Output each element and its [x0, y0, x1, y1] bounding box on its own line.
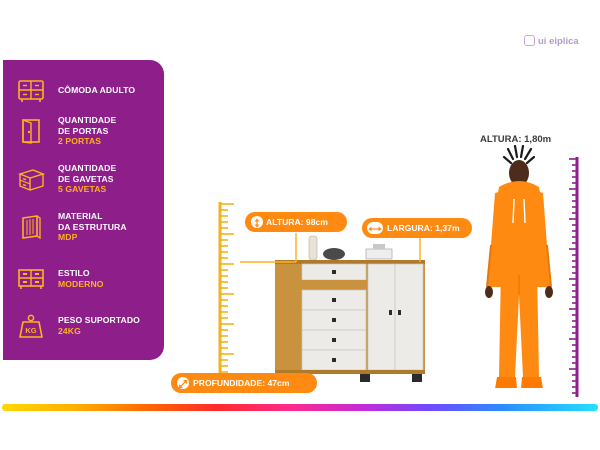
spec-label: CÔMODA ADULTO	[58, 85, 136, 95]
person-height-label: ALTURA: 1,80m	[480, 134, 552, 145]
person-shoe-right	[521, 377, 543, 389]
rainbow-divider	[2, 404, 598, 411]
height-dimension-text: ALTURA: 98cm	[266, 217, 328, 227]
height-ruler-purple	[569, 157, 579, 397]
person-illustration	[485, 145, 553, 391]
person-pants	[499, 267, 539, 377]
spec-value: 2 PORTAS	[58, 136, 102, 146]
spec-text: MATERIAL DA ESTRUTURA MDP	[58, 211, 162, 243]
height-dimension-pill: ALTURA: 98cm	[245, 212, 347, 232]
spec-label: PESO SUPORTADO	[58, 315, 140, 325]
spec-text: CÔMODA ADULTO	[58, 85, 162, 96]
width-dimension-text: LARGURA: 1,37m	[387, 223, 460, 233]
spec-value: 5 GAVETAS	[58, 184, 107, 194]
person-hair	[502, 145, 536, 165]
depth-dimension-text: PROFUNDIDADE: 47cm	[193, 378, 290, 388]
spec-label: MATERIAL DA ESTRUTURA	[58, 211, 127, 232]
box-decor-top	[373, 244, 385, 249]
person-sweatshirt	[487, 189, 551, 287]
open-niche	[302, 280, 366, 290]
dresser-icon	[18, 80, 44, 102]
dresser-illustration	[275, 235, 425, 382]
spec-label: QUANTIDADE DE GAVETAS	[58, 163, 117, 184]
brand-logo: ui eiplica	[524, 35, 579, 47]
diagonal-arrow-icon	[177, 377, 189, 389]
spec-value: MDP	[58, 232, 78, 242]
door-icon	[22, 118, 40, 144]
weight-kg-icon: KG	[19, 314, 43, 338]
vertical-arrow-icon	[251, 216, 263, 228]
depth-dimension-pill: PROFUNDIDADE: 47cm	[171, 373, 317, 393]
spec-value: 24KG	[58, 325, 81, 336]
spec-text: ESTILO MODERNO	[58, 268, 162, 289]
specs-card: CÔMODA ADULTO QUANTIDADE DE PORTAS 2 POR…	[3, 60, 164, 360]
brand-name: ui eiplica	[538, 36, 579, 47]
horizontal-arrow-icon	[367, 222, 383, 234]
width-dimension-pill: LARGURA: 1,37m	[362, 218, 472, 238]
spec-label: QUANTIDADE DE PORTAS	[58, 115, 117, 136]
cabinet-icon	[18, 269, 44, 289]
person-shoe-left	[495, 377, 517, 389]
spec-text: QUANTIDADE DE PORTAS 2 PORTAS	[58, 115, 162, 147]
door-right	[394, 263, 424, 371]
brand-mark-icon	[524, 35, 535, 46]
spec-text: PESO SUPORTADO 24KG	[58, 315, 162, 336]
spec-label: ESTILO	[58, 268, 90, 278]
wood-panel-icon	[22, 215, 41, 240]
height-ruler-yellow	[218, 202, 234, 374]
person-head	[509, 160, 529, 186]
spec-value: MODERNO	[58, 278, 104, 289]
svg-text:KG: KG	[25, 326, 36, 335]
spec-text: QUANTIDADE DE GAVETAS 5 GAVETAS	[58, 163, 162, 195]
drawer-icon	[17, 169, 45, 192]
bowl-decor	[323, 248, 345, 260]
